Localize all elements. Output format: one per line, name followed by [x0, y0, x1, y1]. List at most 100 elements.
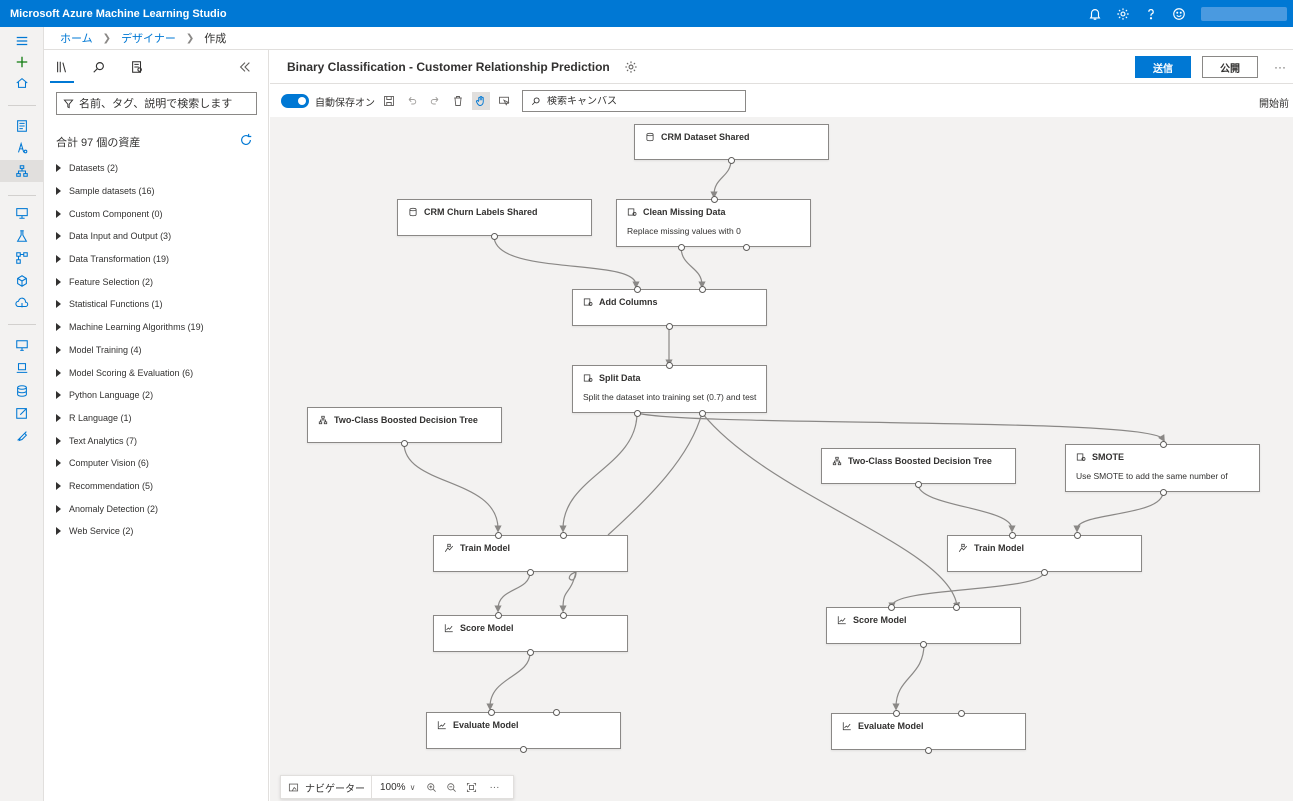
- asset-category-item[interactable]: Computer Vision (6): [54, 452, 264, 475]
- data-icon[interactable]: [12, 203, 32, 223]
- asset-category-item[interactable]: Machine Learning Algorithms (19): [54, 316, 264, 339]
- input-port[interactable]: [560, 532, 567, 539]
- publish-button[interactable]: 公開: [1202, 56, 1258, 78]
- save-icon[interactable]: [380, 92, 398, 110]
- plus-new-icon[interactable]: [12, 52, 32, 72]
- node-crm-dataset[interactable]: CRM Dataset Shared: [634, 124, 829, 164]
- output-port[interactable]: [1041, 569, 1048, 576]
- navigator-map-icon[interactable]: [285, 779, 301, 795]
- input-port[interactable]: [699, 286, 706, 293]
- asset-category-item[interactable]: Anomaly Detection (2): [54, 497, 264, 520]
- collapse-panel-icon[interactable]: [236, 58, 254, 76]
- breadcrumb-designer[interactable]: デザイナー: [121, 33, 176, 45]
- input-port[interactable]: [488, 709, 495, 716]
- node-evaluate-model-2[interactable]: Evaluate Model: [831, 710, 1026, 754]
- redo-icon[interactable]: [426, 92, 444, 110]
- endpoints-cloud-icon[interactable]: [12, 293, 32, 313]
- zoom-in-icon[interactable]: [423, 779, 439, 795]
- output-port[interactable]: [520, 746, 527, 753]
- canvas-search-input[interactable]: [547, 95, 737, 107]
- asset-category-item[interactable]: Text Analytics (7): [54, 429, 264, 452]
- navigator-label[interactable]: ナビゲーター: [305, 783, 365, 795]
- submit-button[interactable]: 送信: [1135, 56, 1191, 78]
- caret-right-icon[interactable]: [56, 459, 61, 468]
- pipelines-icon[interactable]: [12, 248, 32, 268]
- settings-gear-icon[interactable]: [1109, 0, 1137, 27]
- input-port[interactable]: [893, 710, 900, 717]
- caret-right-icon[interactable]: [56, 527, 61, 536]
- navigator-more-button[interactable]: ···: [489, 781, 500, 793]
- asset-category-item[interactable]: Custom Component (0): [54, 202, 264, 225]
- refresh-icon[interactable]: [238, 132, 254, 148]
- caret-right-icon[interactable]: [56, 232, 61, 241]
- fit-to-screen-icon[interactable]: [463, 779, 479, 795]
- input-port[interactable]: [553, 709, 560, 716]
- output-port[interactable]: [678, 244, 685, 251]
- node-evaluate-model-1[interactable]: Evaluate Model: [426, 709, 621, 753]
- autosave-toggle[interactable]: [281, 94, 309, 108]
- output-port[interactable]: [728, 157, 735, 164]
- breadcrumb-home[interactable]: ホーム: [60, 33, 93, 45]
- datastores-icon[interactable]: [12, 381, 32, 401]
- help-question-icon[interactable]: [1137, 0, 1165, 27]
- asset-category-item[interactable]: Model Scoring & Evaluation (6): [54, 361, 264, 384]
- caret-right-icon[interactable]: [56, 391, 61, 400]
- output-port[interactable]: [634, 410, 641, 417]
- caret-right-icon[interactable]: [56, 300, 61, 309]
- more-options-button[interactable]: ···: [1274, 60, 1286, 74]
- caret-right-icon[interactable]: [56, 368, 61, 377]
- node-boosted-decision-tree-1[interactable]: Two-Class Boosted Decision Tree: [307, 407, 502, 447]
- node-crm-churn-labels[interactable]: CRM Churn Labels Shared: [397, 199, 592, 240]
- input-port[interactable]: [1009, 532, 1016, 539]
- caret-right-icon[interactable]: [56, 504, 61, 513]
- pipeline-title[interactable]: Binary Classification - Customer Relatio…: [287, 59, 610, 74]
- environments-icon[interactable]: [12, 358, 32, 378]
- caret-right-icon[interactable]: [56, 436, 61, 445]
- asset-category-item[interactable]: Data Transformation (19): [54, 248, 264, 271]
- input-port[interactable]: [634, 286, 641, 293]
- input-port[interactable]: [888, 604, 895, 611]
- caret-right-icon[interactable]: [56, 277, 61, 286]
- delete-trash-icon[interactable]: [449, 92, 467, 110]
- input-port[interactable]: [495, 612, 502, 619]
- undo-icon[interactable]: [403, 92, 421, 110]
- input-port[interactable]: [958, 710, 965, 717]
- output-port[interactable]: [1160, 489, 1167, 496]
- input-port[interactable]: [1160, 441, 1167, 448]
- account-button[interactable]: [1201, 6, 1287, 21]
- zoom-out-icon[interactable]: [443, 779, 459, 795]
- output-port[interactable]: [401, 440, 408, 447]
- asset-search-input[interactable]: [79, 97, 249, 110]
- caret-right-icon[interactable]: [56, 209, 61, 218]
- input-port[interactable]: [666, 362, 673, 369]
- automated-ml-icon[interactable]: [12, 138, 32, 158]
- data-labeling-icon[interactable]: [12, 403, 32, 423]
- node-clean-missing-data[interactable]: Clean Missing Data Replace missing value…: [616, 196, 811, 251]
- select-pointer-icon[interactable]: [495, 92, 513, 110]
- input-port[interactable]: [1074, 532, 1081, 539]
- node-train-model-1[interactable]: Train Model: [433, 532, 628, 576]
- pipeline-canvas[interactable]: CRM Dataset Shared CRM Churn Labels Shar…: [270, 117, 1293, 801]
- home-icon[interactable]: [12, 73, 32, 93]
- caret-right-icon[interactable]: [56, 413, 61, 422]
- notification-bell-icon[interactable]: [1081, 0, 1109, 27]
- node-score-model-1[interactable]: Score Model: [433, 612, 628, 656]
- node-train-model-2[interactable]: Train Model: [947, 532, 1142, 576]
- output-port[interactable]: [527, 569, 534, 576]
- library-tab-icon[interactable]: [50, 58, 74, 83]
- asset-category-item[interactable]: Recommendation (5): [54, 475, 264, 498]
- notebook-icon[interactable]: [12, 116, 32, 136]
- search-tab-icon[interactable]: [90, 58, 108, 76]
- output-port[interactable]: [527, 649, 534, 656]
- output-port[interactable]: [699, 410, 706, 417]
- output-port[interactable]: [925, 747, 932, 754]
- asset-category-item[interactable]: Feature Selection (2): [54, 270, 264, 293]
- pan-hand-icon[interactable]: [472, 92, 490, 110]
- input-port[interactable]: [953, 604, 960, 611]
- asset-category-item[interactable]: Datasets (2): [54, 157, 264, 180]
- zoom-level-dropdown[interactable]: 100% ∨: [380, 782, 415, 793]
- output-port[interactable]: [915, 481, 922, 488]
- node-add-columns[interactable]: Add Columns: [572, 286, 767, 330]
- registry-tab-icon[interactable]: [128, 58, 146, 76]
- input-port[interactable]: [495, 532, 502, 539]
